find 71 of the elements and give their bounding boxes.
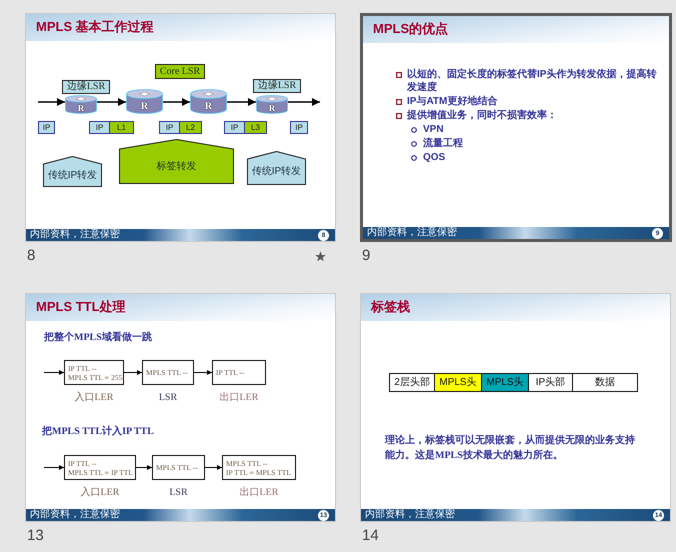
slide-panel <box>25 293 336 522</box>
packet-field: IP <box>89 121 110 134</box>
paragraph: 理论上，标签栈可以无限嵌套，从而提供无限的业务支持能力。这是MPLS技术最大的魅力所在。 <box>385 434 636 463</box>
stack-cell: MPLS头 <box>434 373 482 392</box>
node-caption: 入口LER <box>74 392 114 404</box>
router-label: R <box>268 103 276 114</box>
footer-text: 内部资料，注意保密 <box>367 227 457 239</box>
arrow <box>97 98 126 106</box>
slide-number: 8 <box>27 247 36 264</box>
slide-title: MPLS的优点 <box>373 21 448 37</box>
footer-text: 内部资料，注意保密 <box>30 509 120 521</box>
node-caption: 出口LER <box>240 487 278 499</box>
arrow <box>204 465 222 470</box>
arrow <box>136 465 152 470</box>
node-caption: 出口LER <box>220 392 258 404</box>
arrow <box>124 370 142 375</box>
role-label-box: Core LSR <box>155 64 205 79</box>
arrow <box>194 370 212 375</box>
packet-field: L1 <box>109 121 134 134</box>
ttl-box <box>212 360 266 385</box>
stack-cell: 数据 <box>572 373 638 392</box>
section-heading: 把整个MPLS域看做一跳 <box>44 332 152 344</box>
arrow <box>44 465 64 470</box>
packet-field: IP <box>159 121 180 134</box>
ttl-box <box>64 360 124 385</box>
router-label: R <box>204 102 212 112</box>
packet-field: IP <box>290 121 308 134</box>
bullet-text: 以短的、固定长度的标签代替IP头作为转发依据，提高转发速度 <box>407 68 658 94</box>
footer-text: 内部资料，注意保密 <box>365 509 455 521</box>
stack-cell: MPLS头 <box>481 373 529 392</box>
arrow <box>163 98 190 106</box>
stack-cell: IP头部 <box>528 373 573 392</box>
arrow <box>288 98 320 106</box>
ttl-box <box>152 455 205 480</box>
slide-number: 13 <box>27 527 44 544</box>
bullet-text: 提供增值业务，同时不损害效率： <box>407 109 557 122</box>
bullet-text: IP与ATM更好地结合 <box>407 95 498 108</box>
role-label-box: 边缘LSR <box>253 79 301 93</box>
packet-field: L3 <box>244 121 267 134</box>
node-caption: 入口LER <box>80 487 120 499</box>
slide-panel <box>25 13 336 242</box>
slide-number: 9 <box>362 247 370 264</box>
ttl-box <box>64 455 136 480</box>
bullet-text: 流量工程 <box>423 137 463 150</box>
slide-number: 14 <box>362 527 379 544</box>
role-label-box: 边缘LSR <box>62 80 110 94</box>
footer-text: 内部资料，注意保密 <box>30 229 120 241</box>
pentagon-label: 传统IP转发 <box>252 166 302 178</box>
router-label: R <box>78 103 84 114</box>
node-caption: LSR <box>169 487 188 499</box>
stack-cell: 2层头部 <box>389 373 435 392</box>
node-caption: LSR <box>158 392 178 404</box>
pentagon-label: 传统IP转发 <box>48 170 98 182</box>
packet-field: IP <box>38 121 55 134</box>
slide-panel <box>360 13 672 242</box>
slide-title: MPLS TTL处理 <box>36 299 126 315</box>
packet-field: IP <box>224 121 245 134</box>
ttl-box <box>142 360 194 385</box>
arrow <box>227 98 256 106</box>
ttl-box <box>222 455 296 480</box>
arrow <box>38 98 65 106</box>
section-heading: 把MPLS TTL计入IP TTL <box>42 426 154 438</box>
arrow <box>44 370 64 375</box>
slide-title: 标签栈 <box>371 299 410 315</box>
bullet-text: VPN <box>423 123 444 136</box>
slide-panel <box>360 293 671 522</box>
pentagon-label: 标签转发 <box>156 160 196 172</box>
bullet-text: QOS <box>423 151 446 164</box>
packet-field: L2 <box>179 121 202 134</box>
slide-title: MPLS 基本工作过程 <box>36 19 154 35</box>
router-label: R <box>140 102 148 112</box>
